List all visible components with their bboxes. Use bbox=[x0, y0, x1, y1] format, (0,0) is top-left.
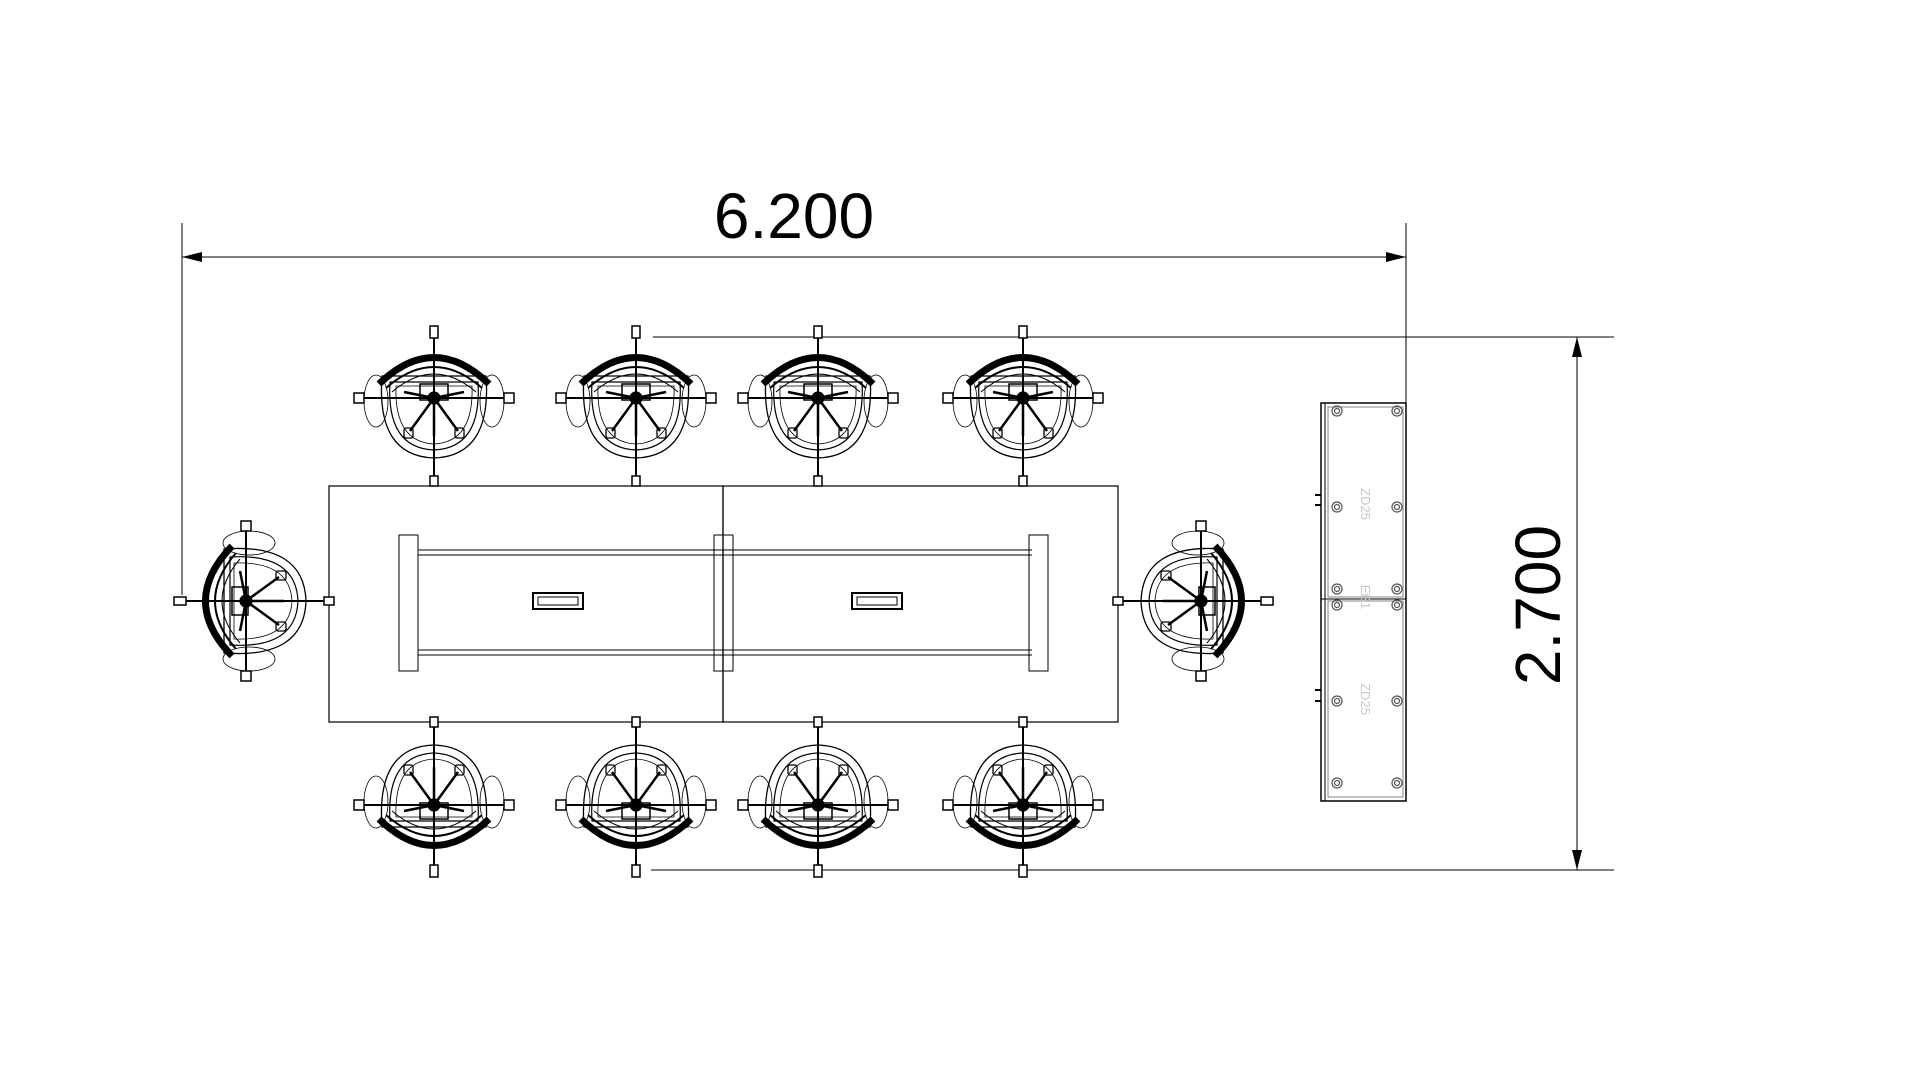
width-dimension-label: 6.200 bbox=[714, 180, 874, 252]
conference-table bbox=[328, 485, 1119, 723]
table-leg bbox=[1028, 534, 1049, 672]
storage-cabinet bbox=[1315, 402, 1407, 802]
chair-bottom-4 bbox=[943, 717, 1103, 877]
chair-bottom-2 bbox=[556, 717, 716, 877]
cabinet-joint-label: EB1 bbox=[1358, 585, 1373, 610]
chair-bottom-1 bbox=[354, 717, 514, 877]
table-leg bbox=[398, 534, 419, 672]
cabinet-module-label: ZD25 bbox=[1358, 683, 1373, 715]
cabinet-module-label: ZD25 bbox=[1358, 488, 1373, 520]
chair-top-3 bbox=[738, 326, 898, 486]
table-leg bbox=[713, 534, 734, 672]
chair-top-4 bbox=[943, 326, 1103, 486]
cable-port bbox=[532, 592, 584, 610]
cable-port bbox=[851, 592, 903, 610]
chair-bottom-3 bbox=[738, 717, 898, 877]
chair-top-2 bbox=[556, 326, 716, 486]
chair-right-end bbox=[1113, 521, 1273, 681]
width-dimension bbox=[181, 223, 1407, 595]
depth-dimension bbox=[651, 336, 1614, 871]
table-top-left bbox=[328, 485, 724, 723]
table-top-right bbox=[722, 485, 1119, 723]
chair-left-end bbox=[174, 521, 334, 681]
chair-top-1 bbox=[354, 326, 514, 486]
depth-dimension-label: 2.700 bbox=[1502, 525, 1574, 685]
